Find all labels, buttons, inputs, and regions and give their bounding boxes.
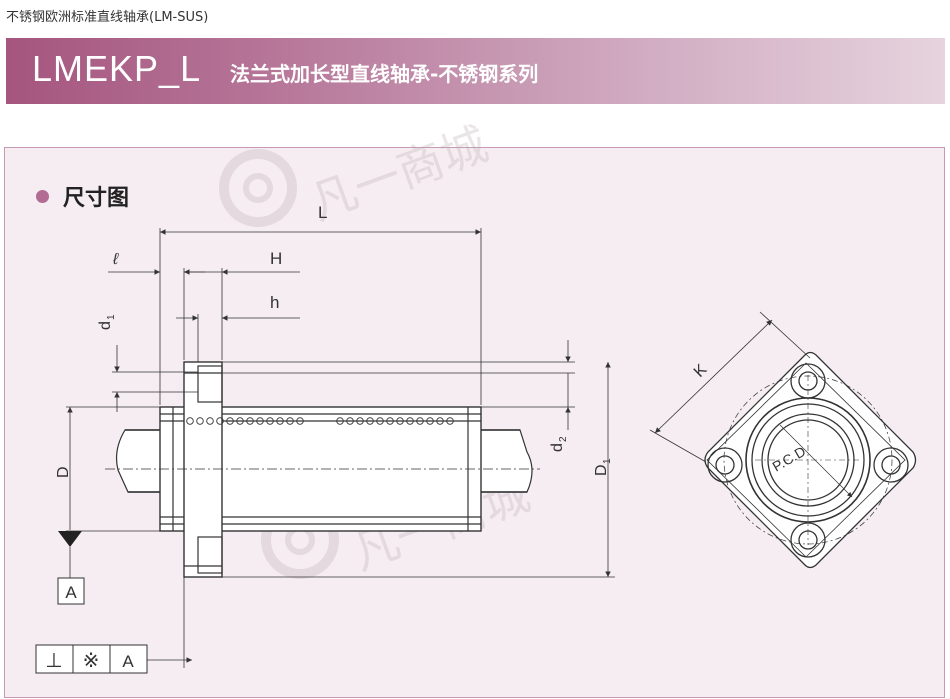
front-view [704,351,917,569]
dim-D1: D [593,464,610,476]
dim-l: ℓ [112,251,119,268]
ball-row [186,417,454,425]
dimension-lines [66,228,615,668]
bearing-logo-icon [219,149,297,227]
title-banner: LMEKP_L 法兰式加长型直线轴承-不锈钢系列 [6,38,945,104]
reference-mark-icon: ※ [83,650,100,672]
dim-d2: d [549,443,566,452]
dim-D1-sub: 1 [602,458,613,464]
bullet-icon [36,189,49,203]
datum-box [57,577,85,605]
tolerance-datum: A [122,652,134,671]
watermark-text: 凡一商城 [303,117,494,231]
side-view [105,361,540,578]
dim-D: D [55,466,72,478]
tolerance-frame: ⊥ ※ A [35,644,148,674]
page-caption: 不锈钢欧洲标准直线轴承(LM-SUS) [6,10,209,25]
section-title: 尺寸图 [63,186,130,211]
dim-K-lines [649,311,811,463]
flange [183,361,223,578]
dim-L: L [318,203,327,222]
dim-d1: d [97,321,114,330]
dim-d2-sub: 2 [558,436,569,442]
dim-K: K [691,361,711,381]
datum-triangle [58,531,82,547]
datum-label: A [65,583,77,602]
perpendicular-icon: ⊥ [45,650,62,672]
dim-h: h [270,293,279,312]
dim-d1-sub: 1 [106,314,117,320]
model-code: LMEKP_L [32,48,202,89]
model-subtitle: 法兰式加长型直线轴承-不锈钢系列 [230,62,539,86]
section-heading: 尺寸图 [36,180,129,212]
dim-H: H [270,249,282,268]
